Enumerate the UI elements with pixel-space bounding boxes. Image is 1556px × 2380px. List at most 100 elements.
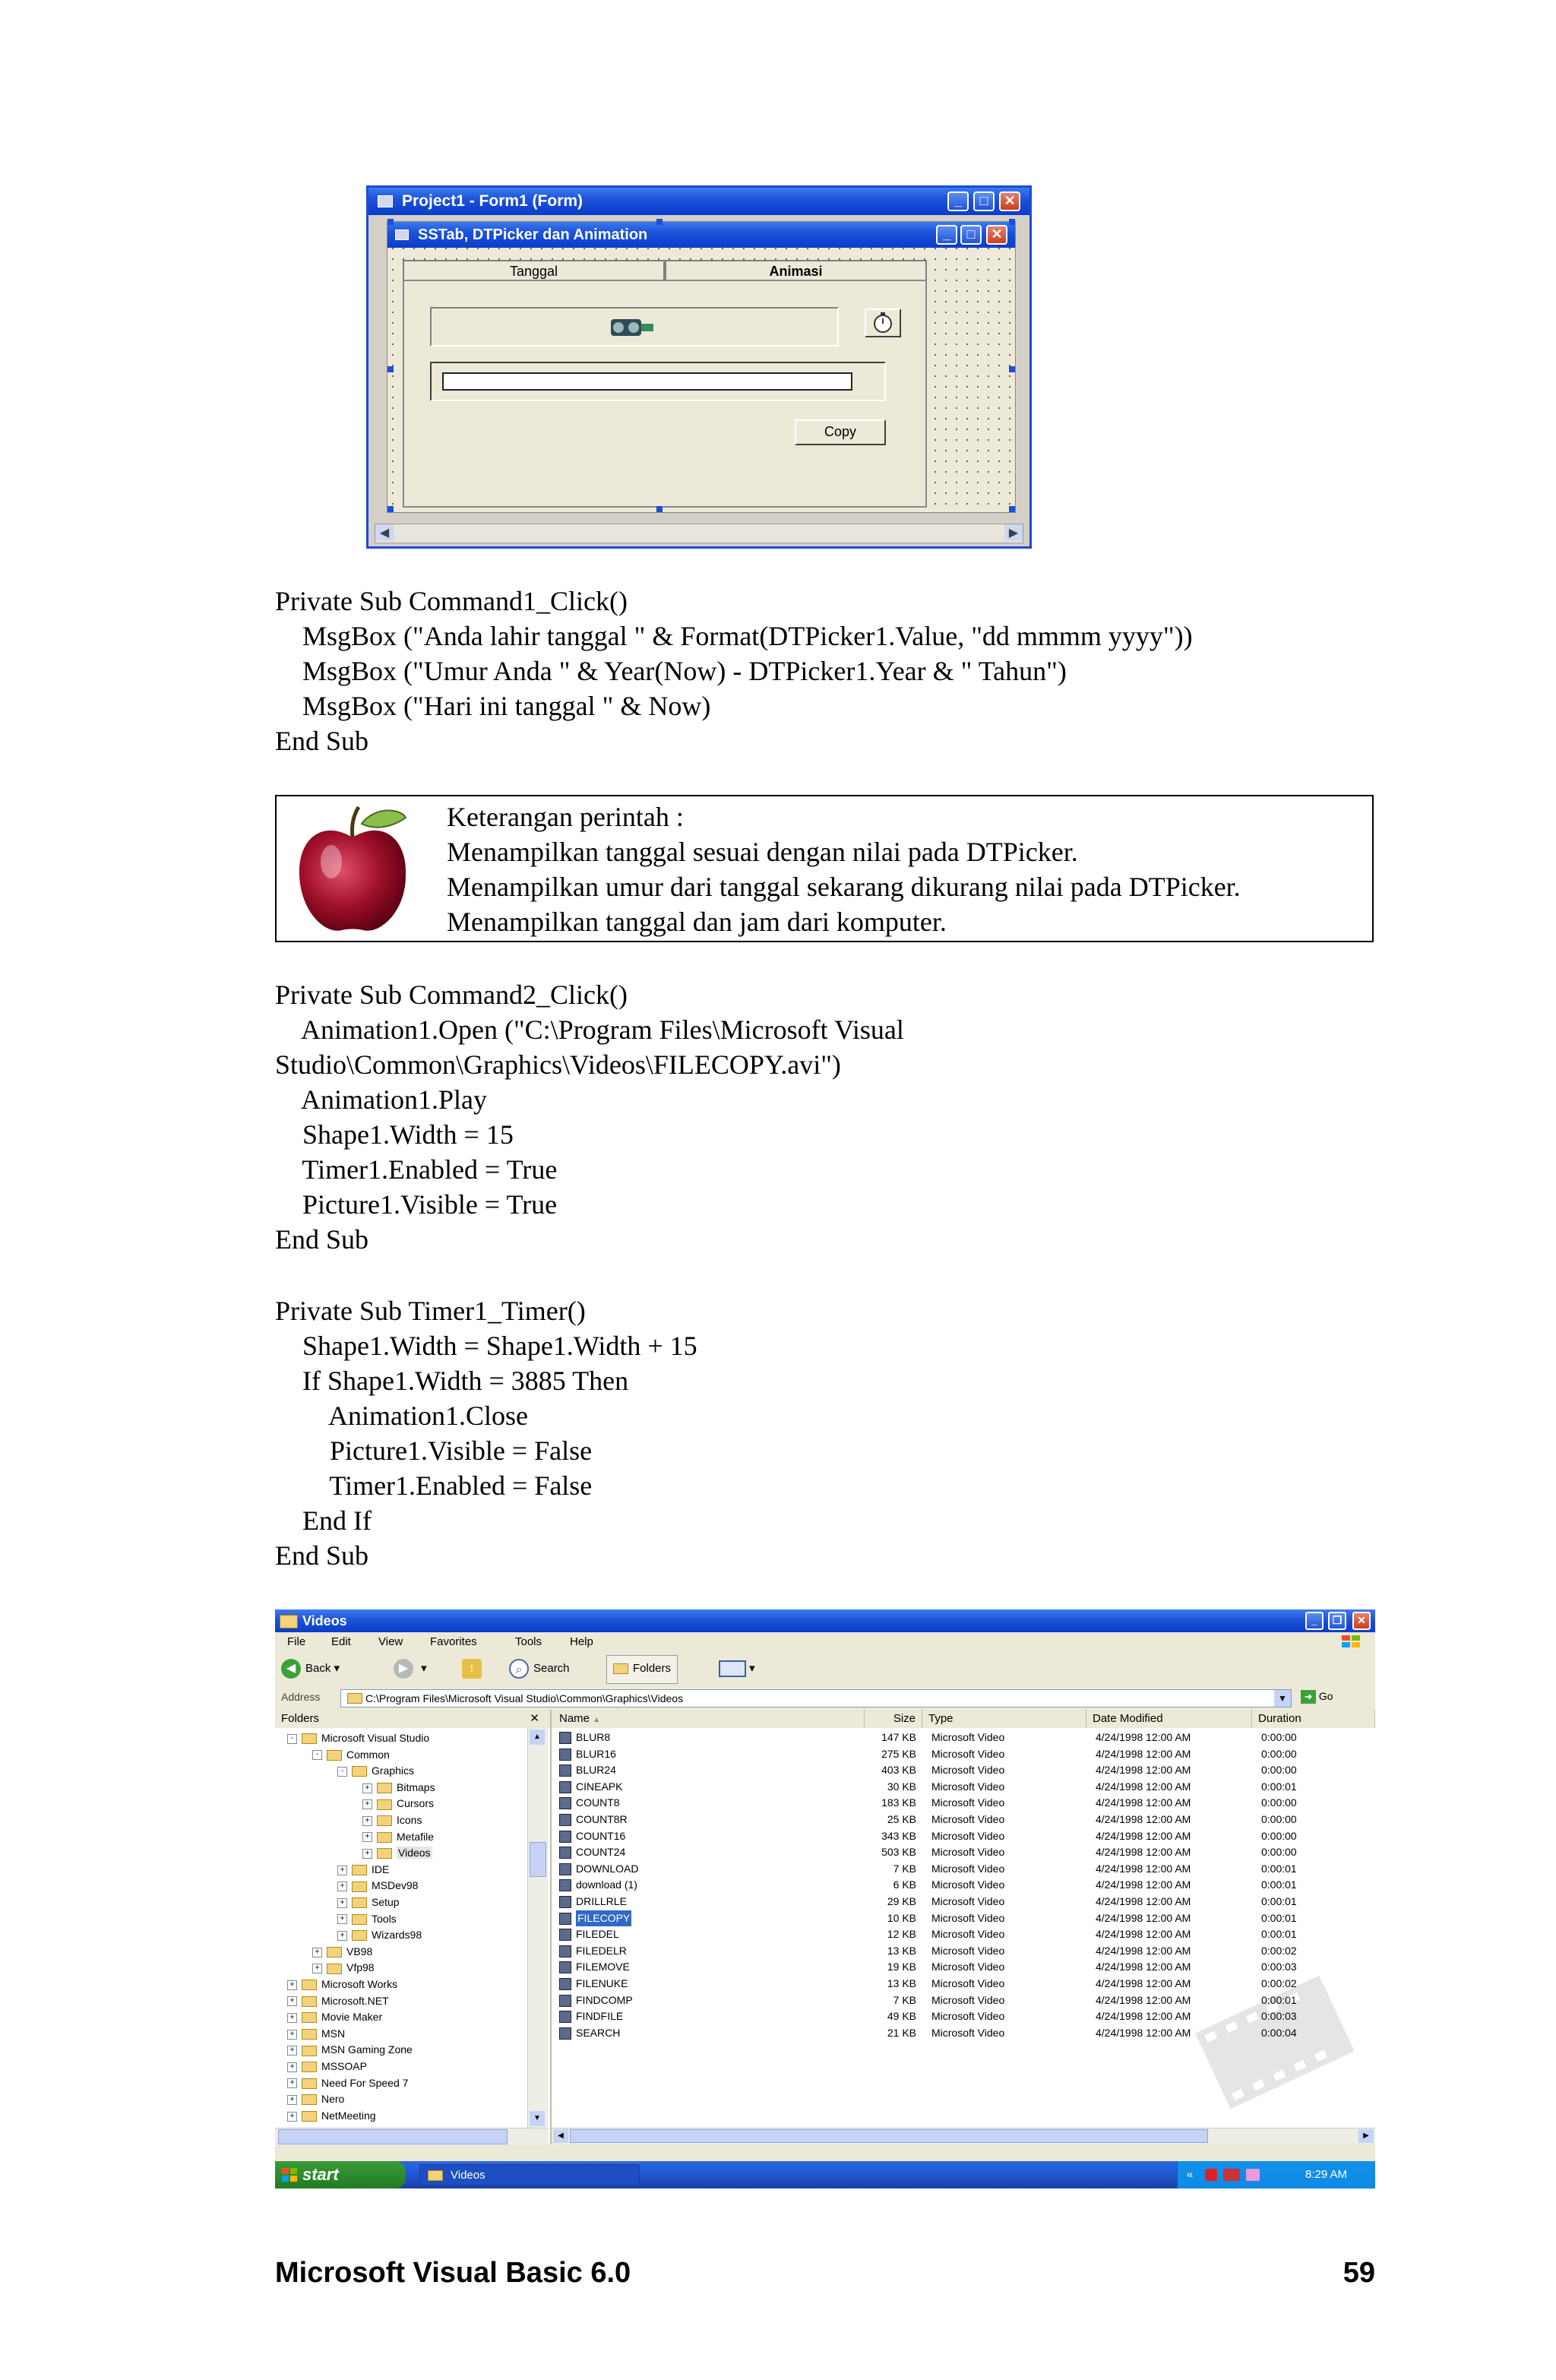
go-button[interactable]: ➜ Go: [1301, 1690, 1333, 1704]
taskbar-videos-button[interactable]: Videos: [419, 2164, 640, 2185]
expand-icon[interactable]: +: [362, 1799, 372, 1810]
expand-icon[interactable]: +: [337, 1914, 347, 1925]
scroll-right-icon[interactable]: ▶: [1358, 2129, 1374, 2143]
tree-item[interactable]: +Videos: [362, 1844, 432, 1861]
folders-button[interactable]: Folders: [606, 1655, 678, 1684]
minimize-icon[interactable]: _: [1305, 1612, 1324, 1630]
tree-item[interactable]: -Microsoft Visual Studio: [287, 1730, 429, 1746]
forward-button[interactable]: ▶ ▾: [394, 1658, 427, 1679]
scroll-left-icon[interactable]: ◀: [553, 2129, 568, 2143]
collapse-icon[interactable]: -: [312, 1750, 322, 1761]
form-close-icon[interactable]: ✕: [986, 225, 1007, 245]
column-header-date[interactable]: Date Modified: [1086, 1710, 1252, 1728]
expand-icon[interactable]: +: [312, 1964, 322, 1974]
copy-button[interactable]: Copy: [795, 419, 886, 445]
expand-icon[interactable]: +: [287, 2046, 297, 2056]
scroll-left-icon[interactable]: ◀: [375, 524, 394, 541]
expand-icon[interactable]: +: [362, 1783, 372, 1793]
up-folder-button[interactable]: ↑: [462, 1658, 486, 1679]
tree-item[interactable]: +MSDev98: [337, 1877, 418, 1894]
tree-item[interactable]: +Icons: [362, 1812, 422, 1828]
tree-item[interactable]: +Nero: [287, 2090, 344, 2107]
expand-icon[interactable]: +: [287, 2012, 297, 2023]
column-header-name[interactable]: Name ▲: [552, 1710, 865, 1728]
expand-icon[interactable]: +: [287, 2029, 297, 2040]
column-header-type[interactable]: Type: [922, 1710, 1086, 1728]
tree-item[interactable]: +Metafile: [362, 1828, 434, 1845]
column-header-duration[interactable]: Duration: [1252, 1710, 1375, 1728]
selection-handle[interactable]: [1009, 506, 1015, 512]
tree-item[interactable]: +MSN Gaming Zone: [287, 2041, 413, 2058]
menu-help[interactable]: Help: [570, 1635, 593, 1648]
maximize-icon[interactable]: □: [973, 191, 995, 211]
selection-handle[interactable]: [1009, 219, 1015, 225]
menu-file[interactable]: File: [287, 1635, 306, 1648]
tab-tanggal[interactable]: Tanggal: [403, 260, 665, 281]
address-input[interactable]: C:\Program Files\Microsoft Visual Studio…: [340, 1689, 1292, 1707]
form-maximize-icon[interactable]: □: [960, 225, 982, 245]
menu-edit[interactable]: Edit: [331, 1635, 351, 1648]
expand-icon[interactable]: +: [362, 1832, 372, 1843]
selection-handle[interactable]: [1009, 366, 1015, 372]
form-minimize-icon[interactable]: _: [936, 225, 957, 245]
selection-handle[interactable]: [656, 219, 663, 225]
start-button[interactable]: start: [275, 2161, 406, 2189]
expand-icon[interactable]: +: [287, 1996, 297, 2007]
ide-horizontal-scrollbar[interactable]: ◀ ▶: [375, 524, 1023, 543]
tree-horizontal-scrollbar[interactable]: [275, 2128, 549, 2145]
tree-item[interactable]: +Cursors: [362, 1795, 434, 1812]
tree-item[interactable]: -Graphics: [337, 1762, 414, 1779]
minimize-icon[interactable]: _: [947, 191, 969, 211]
tray-arrow-icon[interactable]: «: [1187, 2168, 1194, 2181]
tree-item[interactable]: +MSN: [287, 2025, 345, 2042]
expand-icon[interactable]: +: [287, 2111, 297, 2122]
scroll-thumb[interactable]: [530, 1842, 546, 1877]
close-pane-icon[interactable]: ✕: [530, 1712, 539, 1725]
collapse-icon[interactable]: -: [337, 1766, 347, 1777]
clock[interactable]: 8:29 AM: [1305, 2168, 1348, 2181]
tree-item[interactable]: +Microsoft.NET: [287, 1992, 389, 2009]
antivirus-icon[interactable]: [1205, 2169, 1217, 2181]
chevron-down-icon[interactable]: ▼: [1274, 1690, 1291, 1707]
tree-item[interactable]: +Microsoft Works: [287, 1976, 397, 1992]
expand-icon[interactable]: +: [337, 1865, 347, 1875]
expand-icon[interactable]: +: [312, 1947, 322, 1957]
tree-item[interactable]: -Common: [312, 1746, 390, 1763]
expand-icon[interactable]: +: [337, 1930, 347, 1941]
selection-handle[interactable]: [387, 506, 394, 512]
tree-item[interactable]: +VB98: [312, 1943, 372, 1960]
tree-item[interactable]: +IDE: [337, 1861, 389, 1878]
expand-icon[interactable]: +: [287, 1980, 297, 1990]
expand-icon[interactable]: +: [287, 2078, 297, 2089]
scroll-down-icon[interactable]: ▼: [530, 2111, 545, 2126]
tree-item[interactable]: +Movie Maker: [287, 2008, 382, 2025]
tree-item[interactable]: +Vfp98: [312, 1959, 375, 1976]
expand-icon[interactable]: +: [337, 1882, 347, 1892]
scroll-right-icon[interactable]: ▶: [1004, 524, 1023, 541]
tree-item[interactable]: +Tools: [337, 1910, 397, 1927]
expand-icon[interactable]: +: [362, 1848, 372, 1859]
tree-item[interactable]: +Need For Speed 7: [287, 2075, 408, 2091]
menu-view[interactable]: View: [378, 1635, 403, 1648]
scroll-thumb[interactable]: [278, 2129, 508, 2144]
tree-item[interactable]: +Wizards98: [337, 1926, 422, 1943]
selection-handle[interactable]: [387, 366, 394, 372]
back-button[interactable]: ◀Back ▾: [281, 1658, 340, 1679]
expand-icon[interactable]: +: [287, 2094, 297, 2105]
tab-animasi[interactable]: Animasi: [665, 260, 927, 281]
restore-icon[interactable]: ❐: [1328, 1612, 1346, 1630]
menu-tools[interactable]: Tools: [515, 1635, 542, 1648]
